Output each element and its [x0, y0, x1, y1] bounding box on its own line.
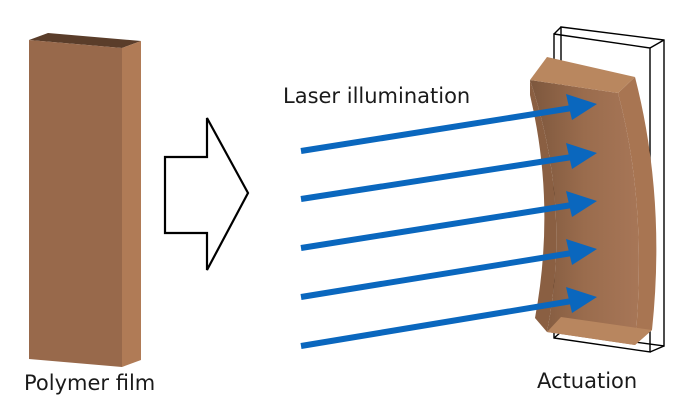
- laser-illumination-label: Laser illumination: [283, 84, 471, 108]
- actuated-film: [530, 57, 657, 345]
- actuated-film-side-face: [618, 77, 657, 345]
- laser-beam-3: [300, 191, 597, 251]
- actuated-film-top-face: [530, 57, 635, 93]
- laser-beams: [300, 94, 597, 349]
- polymer-film-label: Polymer film: [24, 371, 156, 395]
- laser-beam-2: [300, 143, 597, 202]
- actuated-film-left-edge: [530, 80, 557, 332]
- polymer-film-front-face: [29, 40, 122, 367]
- actuated-film-bottom-face: [547, 317, 652, 345]
- polymer-film: [29, 33, 141, 367]
- polymer-film-side-face: [122, 41, 141, 367]
- laser-beam-1: [300, 94, 597, 154]
- process-arrow-icon: [163, 117, 250, 271]
- actuated-film-front-face: [530, 80, 639, 345]
- actuation-label: Actuation: [537, 369, 638, 393]
- laser-beam-4: [300, 239, 597, 300]
- polymer-film-top-face: [29, 33, 141, 48]
- laser-beam-5: [300, 287, 597, 349]
